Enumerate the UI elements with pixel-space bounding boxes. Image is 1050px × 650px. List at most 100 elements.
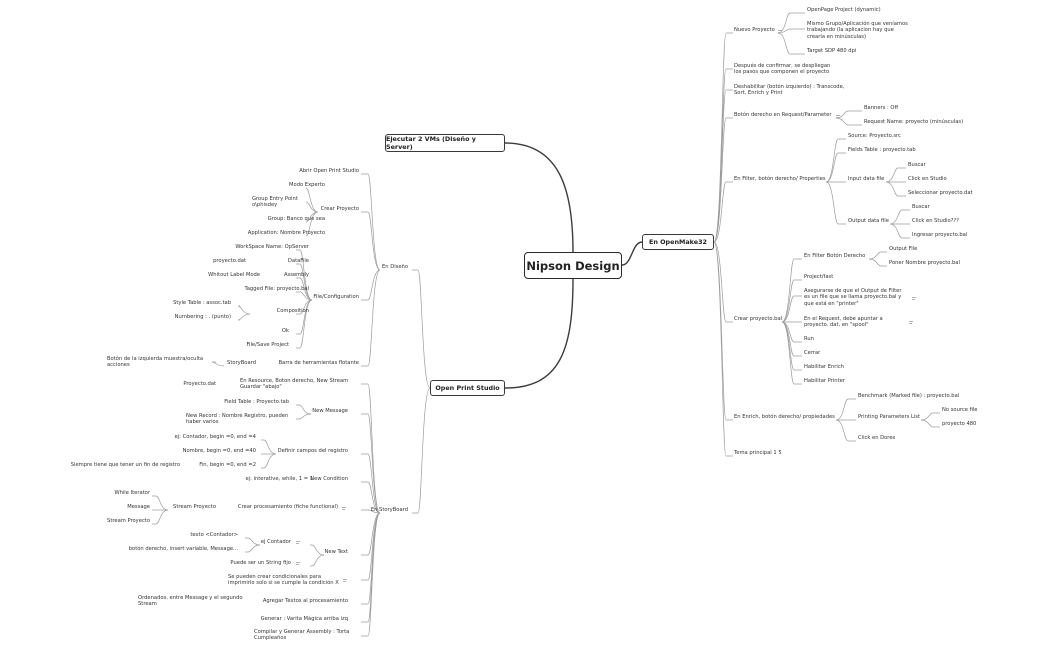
node-tagged-file[interactable]: Tagged File: proyecto.bal [244, 286, 309, 292]
node-composition[interactable]: Composition [276, 308, 309, 314]
node-style-table[interactable]: Style Table : assoc.tab [173, 300, 231, 306]
node-string-fijo[interactable]: Puede ser un String fijo [230, 560, 291, 566]
node-despues[interactable]: Después de confirmar, se despliegan los … [734, 63, 831, 76]
node-en-el-request[interactable]: En el Request, debe apuntar a proyecto. … [804, 316, 883, 329]
connector-line [825, 138, 846, 183]
node-click-studio-2[interactable]: Click en Studio??? [912, 218, 959, 224]
node-nombre[interactable]: Nombre, begin =0, end =40 [182, 448, 256, 454]
connector-line [296, 291, 313, 301]
connector-line [310, 544, 325, 556]
topic-ejecutar[interactable]: Ejecutar 2 VMs (Diseño y Server) [385, 134, 505, 152]
node-deshabilitar[interactable]: Deshabilitar (botón izquierdo) : Transco… [734, 84, 845, 97]
node-interative[interactable]: ej: interative, while, 1 = 1 [245, 476, 313, 482]
node-whitout-label[interactable]: Whitout Label Mode [208, 272, 260, 278]
node-input-data-file[interactable]: Input data file [848, 176, 885, 182]
connector-line [361, 512, 381, 605]
node-seleccionar[interactable]: Seleccionar proyecto.dat [908, 190, 973, 196]
node-contador[interactable]: ej: Contador, begin =0, end =4 [174, 434, 256, 440]
node-boton-izquierda[interactable]: Botón de la izquierda muestra/oculta acc… [107, 356, 204, 369]
node-nuevo-proyecto[interactable]: Nuevo Proyecto [734, 27, 775, 33]
node-file-configuration[interactable]: File/Configuration [313, 294, 359, 300]
node-output-file[interactable]: Output File [889, 246, 918, 252]
node-proyecto-dat[interactable]: proyecto.dat [213, 258, 246, 264]
node-stream-proyecto-2[interactable]: Stream Proyecto [107, 518, 150, 524]
node-while-iterator[interactable]: While Iterator [114, 490, 150, 496]
node-message[interactable]: Message [127, 504, 150, 510]
node-file-save[interactable]: File/Save Project [246, 342, 289, 348]
node-en-filter-boton[interactable]: En Filter Botón Derecho [804, 253, 866, 259]
node-datafile[interactable]: DataFile [287, 258, 309, 264]
node-benchmark[interactable]: Benchmark (Marked file) : proyecto.bal [858, 393, 960, 399]
node-output-data-file[interactable]: Output data file [848, 218, 889, 224]
node-fields-table[interactable]: Fields Table : proyecto.tab [848, 147, 916, 153]
node-new-condition[interactable]: New Condition [310, 476, 348, 482]
node-numbering[interactable]: Numbering : . (punto) [174, 314, 231, 320]
node-application[interactable]: Application: Nombre Proyecto [247, 230, 325, 236]
node-run[interactable]: Run [804, 336, 814, 342]
node-en-storyboard[interactable]: En StoryBoard [370, 507, 408, 513]
node-new-message[interactable]: New Message [312, 408, 348, 414]
node-modo-experto[interactable]: Modo Experto [289, 182, 325, 188]
node-ok[interactable]: Ok [281, 328, 289, 334]
connector-line [713, 117, 733, 243]
node-agregar-textos[interactable]: Agregar Textos al procesamiento [262, 598, 348, 604]
node-field-table[interactable]: Field Table : Proyecto.tab [224, 399, 289, 405]
node-fin[interactable]: Fin, begin =0, end =2 [199, 462, 256, 468]
connector-line [835, 398, 856, 421]
node-tema-principal[interactable]: Tema principal 1 5 [734, 450, 782, 456]
node-abrir-ops[interactable]: Abrir Open Print Studio [299, 168, 359, 174]
node-barra-herramientas[interactable]: Barra de herramientas flotante [278, 360, 359, 366]
node-poner-nombre[interactable]: Poner Nombre proyecto.bal [889, 260, 960, 266]
node-printing-params[interactable]: Printing Parameters List [858, 414, 921, 420]
node-texto-contador[interactable]: texto <Contador> [190, 532, 238, 538]
node-en-filter[interactable]: En Filter, botón derecho/ Properties [734, 176, 826, 182]
node-en-resource[interactable]: En Resource, Boton derecho, New Stream G… [240, 378, 349, 391]
node-storyboard[interactable]: StoryBoard [227, 360, 256, 366]
node-proyecto-dat-2[interactable]: Proyecto.dat [183, 381, 216, 387]
node-source[interactable]: Source: Proyecto.src [848, 133, 901, 139]
node-crear-proyecto-bal[interactable]: Crear proyecto.bal [734, 316, 783, 322]
node-buscar-1[interactable]: Buscar [908, 162, 926, 168]
node-openpage-project[interactable]: OpenPage Project (dynamic) [807, 7, 881, 13]
topic-openmake[interactable]: En OpenMake32 [642, 234, 714, 250]
node-definir-campos[interactable]: Definir campos del registro [277, 448, 348, 454]
node-group-entry[interactable]: Group Entry Point o\phisdey [252, 196, 298, 209]
connector-line [296, 299, 313, 349]
node-boton-derecho-insert[interactable]: botón derecho, insert variable, Message.… [128, 546, 238, 552]
node-mismo-grupo[interactable]: Mismo Grupo/Aplicación que veníamos trab… [807, 21, 908, 40]
node-banners[interactable]: Banners : Off [864, 105, 899, 111]
node-proyecto-480[interactable]: proyecto 480 [942, 421, 977, 427]
node-group-banco[interactable]: Group: Banco que sea [267, 216, 325, 222]
node-siempre[interactable]: Siempre tiene que tener un fin de regist… [70, 462, 180, 468]
node-asegurarse[interactable]: Asegurarse de que el Output de Filter es… [804, 288, 902, 307]
node-crear-proyecto[interactable]: Crear Proyecto [320, 206, 359, 212]
node-boton-request[interactable]: Botón derecho en Request/Parameter [734, 112, 832, 118]
central-topic[interactable]: Nipson Design [524, 252, 622, 279]
node-cerrar[interactable]: Cerrar [804, 350, 821, 356]
node-buscar-2[interactable]: Buscar [912, 204, 930, 210]
node-habilitar-printer[interactable]: Habilitar Printer [804, 378, 845, 384]
node-target-sdp[interactable]: Target SDP 480 dpi [807, 48, 857, 54]
node-en-diseno[interactable]: En Diseño [381, 264, 408, 270]
node-habilitar-enrich[interactable]: Habilitar Enrich [804, 364, 844, 370]
topic-open-print-studio[interactable]: Open Print Studio [430, 380, 505, 396]
node-ordenados[interactable]: Ordenados, entre Message y el segundo St… [138, 595, 243, 608]
node-compilar[interactable]: Compilar y Generar Assembly : Torta Cump… [254, 629, 350, 642]
node-ej-contador[interactable]: ej Contador [260, 539, 291, 545]
node-click-dores[interactable]: Click en Dores [858, 435, 896, 441]
node-condicionales[interactable]: Se pueden crear condicionales para impri… [228, 574, 339, 587]
node-en-enrich[interactable]: En Enrich, botón derecho/ propiedades [734, 414, 835, 420]
node-project-fast[interactable]: Project/fast [804, 274, 834, 280]
node-generar[interactable]: Generar : Varita Mágica arriba izq [260, 616, 348, 622]
node-stream-proyecto[interactable]: Stream Proyecto [173, 504, 216, 510]
node-assembly[interactable]: Assembly [283, 272, 309, 278]
node-no-source[interactable]: No source file [942, 407, 978, 413]
node-new-record[interactable]: New Record : Nombre Registro, pueden hab… [186, 413, 289, 426]
node-click-studio[interactable]: Click en Studio [908, 176, 947, 182]
node-request-name[interactable]: Request Name: proyecto (minúsculas) [864, 119, 964, 125]
central-topic-label: Nipson Design [526, 258, 620, 273]
node-workspace[interactable]: WorkSpace Name: OpServer [235, 244, 309, 250]
node-new-text[interactable]: New Text [324, 549, 348, 555]
node-ingresar[interactable]: Ingresar proyecto.bal [912, 232, 968, 238]
node-crear-procesamiento[interactable]: Crear procesamiento (fiche functional) [237, 504, 338, 510]
